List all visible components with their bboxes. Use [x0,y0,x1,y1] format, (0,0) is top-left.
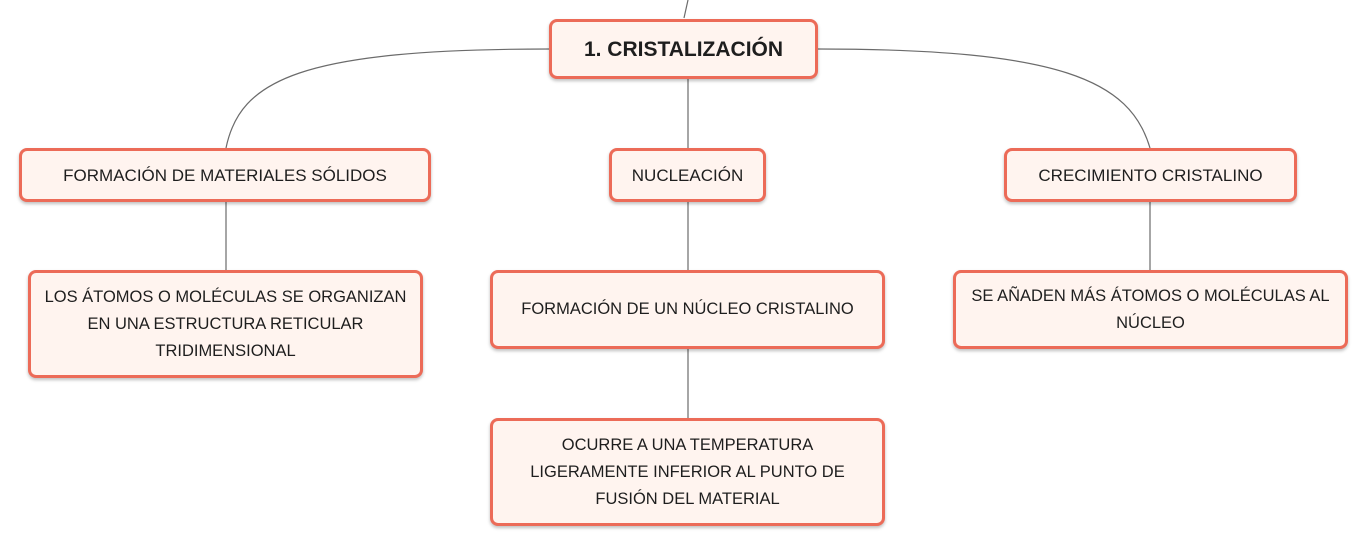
leaf-node-label: OCURRE A UNA TEMPERATURA LIGERAMENTE INF… [530,435,845,508]
leaf-node-label: SE AÑADEN MÁS ÁTOMOS O MOLÉCULAS AL NÚCL… [971,286,1330,332]
connector-root-to-crecimiento [817,48,1151,149]
leaf-node-anadir-atomos[interactable]: SE AÑADEN MÁS ÁTOMOS O MOLÉCULAS AL NÚCL… [953,270,1348,349]
leaf-node-organizacion[interactable]: LOS ÁTOMOS O MOLÉCULAS SE ORGANIZAN EN U… [28,270,423,378]
connector-root-to-formacion [225,48,551,149]
branch-node-label: CRECIMIENTO CRISTALINO [1038,165,1263,185]
branch-node-crecimiento[interactable]: CRECIMIENTO CRISTALINO [1004,148,1297,202]
connector-parent-to-root [683,0,689,19]
branch-node-label: FORMACIÓN DE MATERIALES SÓLIDOS [63,165,387,185]
root-node-label: 1. CRISTALIZACIÓN [583,37,784,61]
leaf-node-label: FORMACIÓN DE UN NÚCLEO CRISTALINO [521,300,854,318]
branch-node-formacion[interactable]: FORMACIÓN DE MATERIALES SÓLIDOS [19,148,431,202]
leaf-node-temperatura[interactable]: OCURRE A UNA TEMPERATURA LIGERAMENTE INF… [490,418,885,526]
leaf-node-nucleo-cristalino[interactable]: FORMACIÓN DE UN NÚCLEO CRISTALINO [490,270,885,349]
leaf-node-label: LOS ÁTOMOS O MOLÉCULAS SE ORGANIZAN EN U… [44,287,407,360]
root-node-cristalizacion[interactable]: 1. CRISTALIZACIÓN [549,19,818,79]
branch-node-nucleacion[interactable]: NUCLEACIÓN [609,148,766,202]
branch-node-label: NUCLEACIÓN [631,165,744,185]
